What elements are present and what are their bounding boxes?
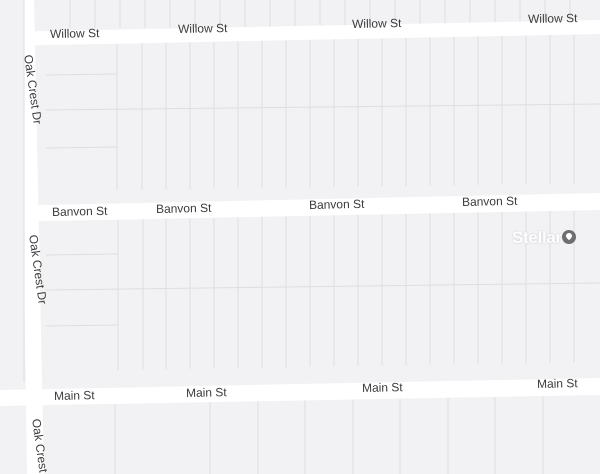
watermark: Stellar [512,228,562,247]
main-st-road [0,378,600,406]
street-label-main-3: Main St [361,380,403,395]
block-upper [46,34,600,192]
street-label-banvon-3: Banvon St [308,196,365,212]
willow-st-road [0,20,600,46]
lot-lines [45,0,600,474]
lot-line [45,146,118,149]
left-lower-block [0,408,24,474]
oak-crest-dr-road [20,0,44,474]
left-edge-road [0,0,24,382]
street-label-willow-1: Willow St [49,26,100,41]
street-label-willow-4: Willow St [527,11,578,26]
lot-line [45,253,119,256]
location-pin-icon [562,230,576,244]
street-label-banvon-2: Banvon St [155,200,212,216]
street-label-main-1: Main St [53,388,95,403]
street-label-willow-2: Willow St [177,21,228,36]
block-middle [46,208,600,372]
lot-line [45,282,600,291]
banvon-st-road [0,193,600,222]
lot-line [45,103,600,111]
block-lower [46,394,600,474]
lot-line [45,324,119,327]
street-label-willow-3: Willow St [351,16,402,31]
street-label-main-4: Main St [536,376,578,391]
block-top [46,0,600,30]
street-label-banvon-4: Banvon St [461,193,518,209]
street-label-banvon-1: Banvon St [51,203,108,219]
street-label-main-2: Main St [185,385,227,400]
lot-line [45,73,118,76]
